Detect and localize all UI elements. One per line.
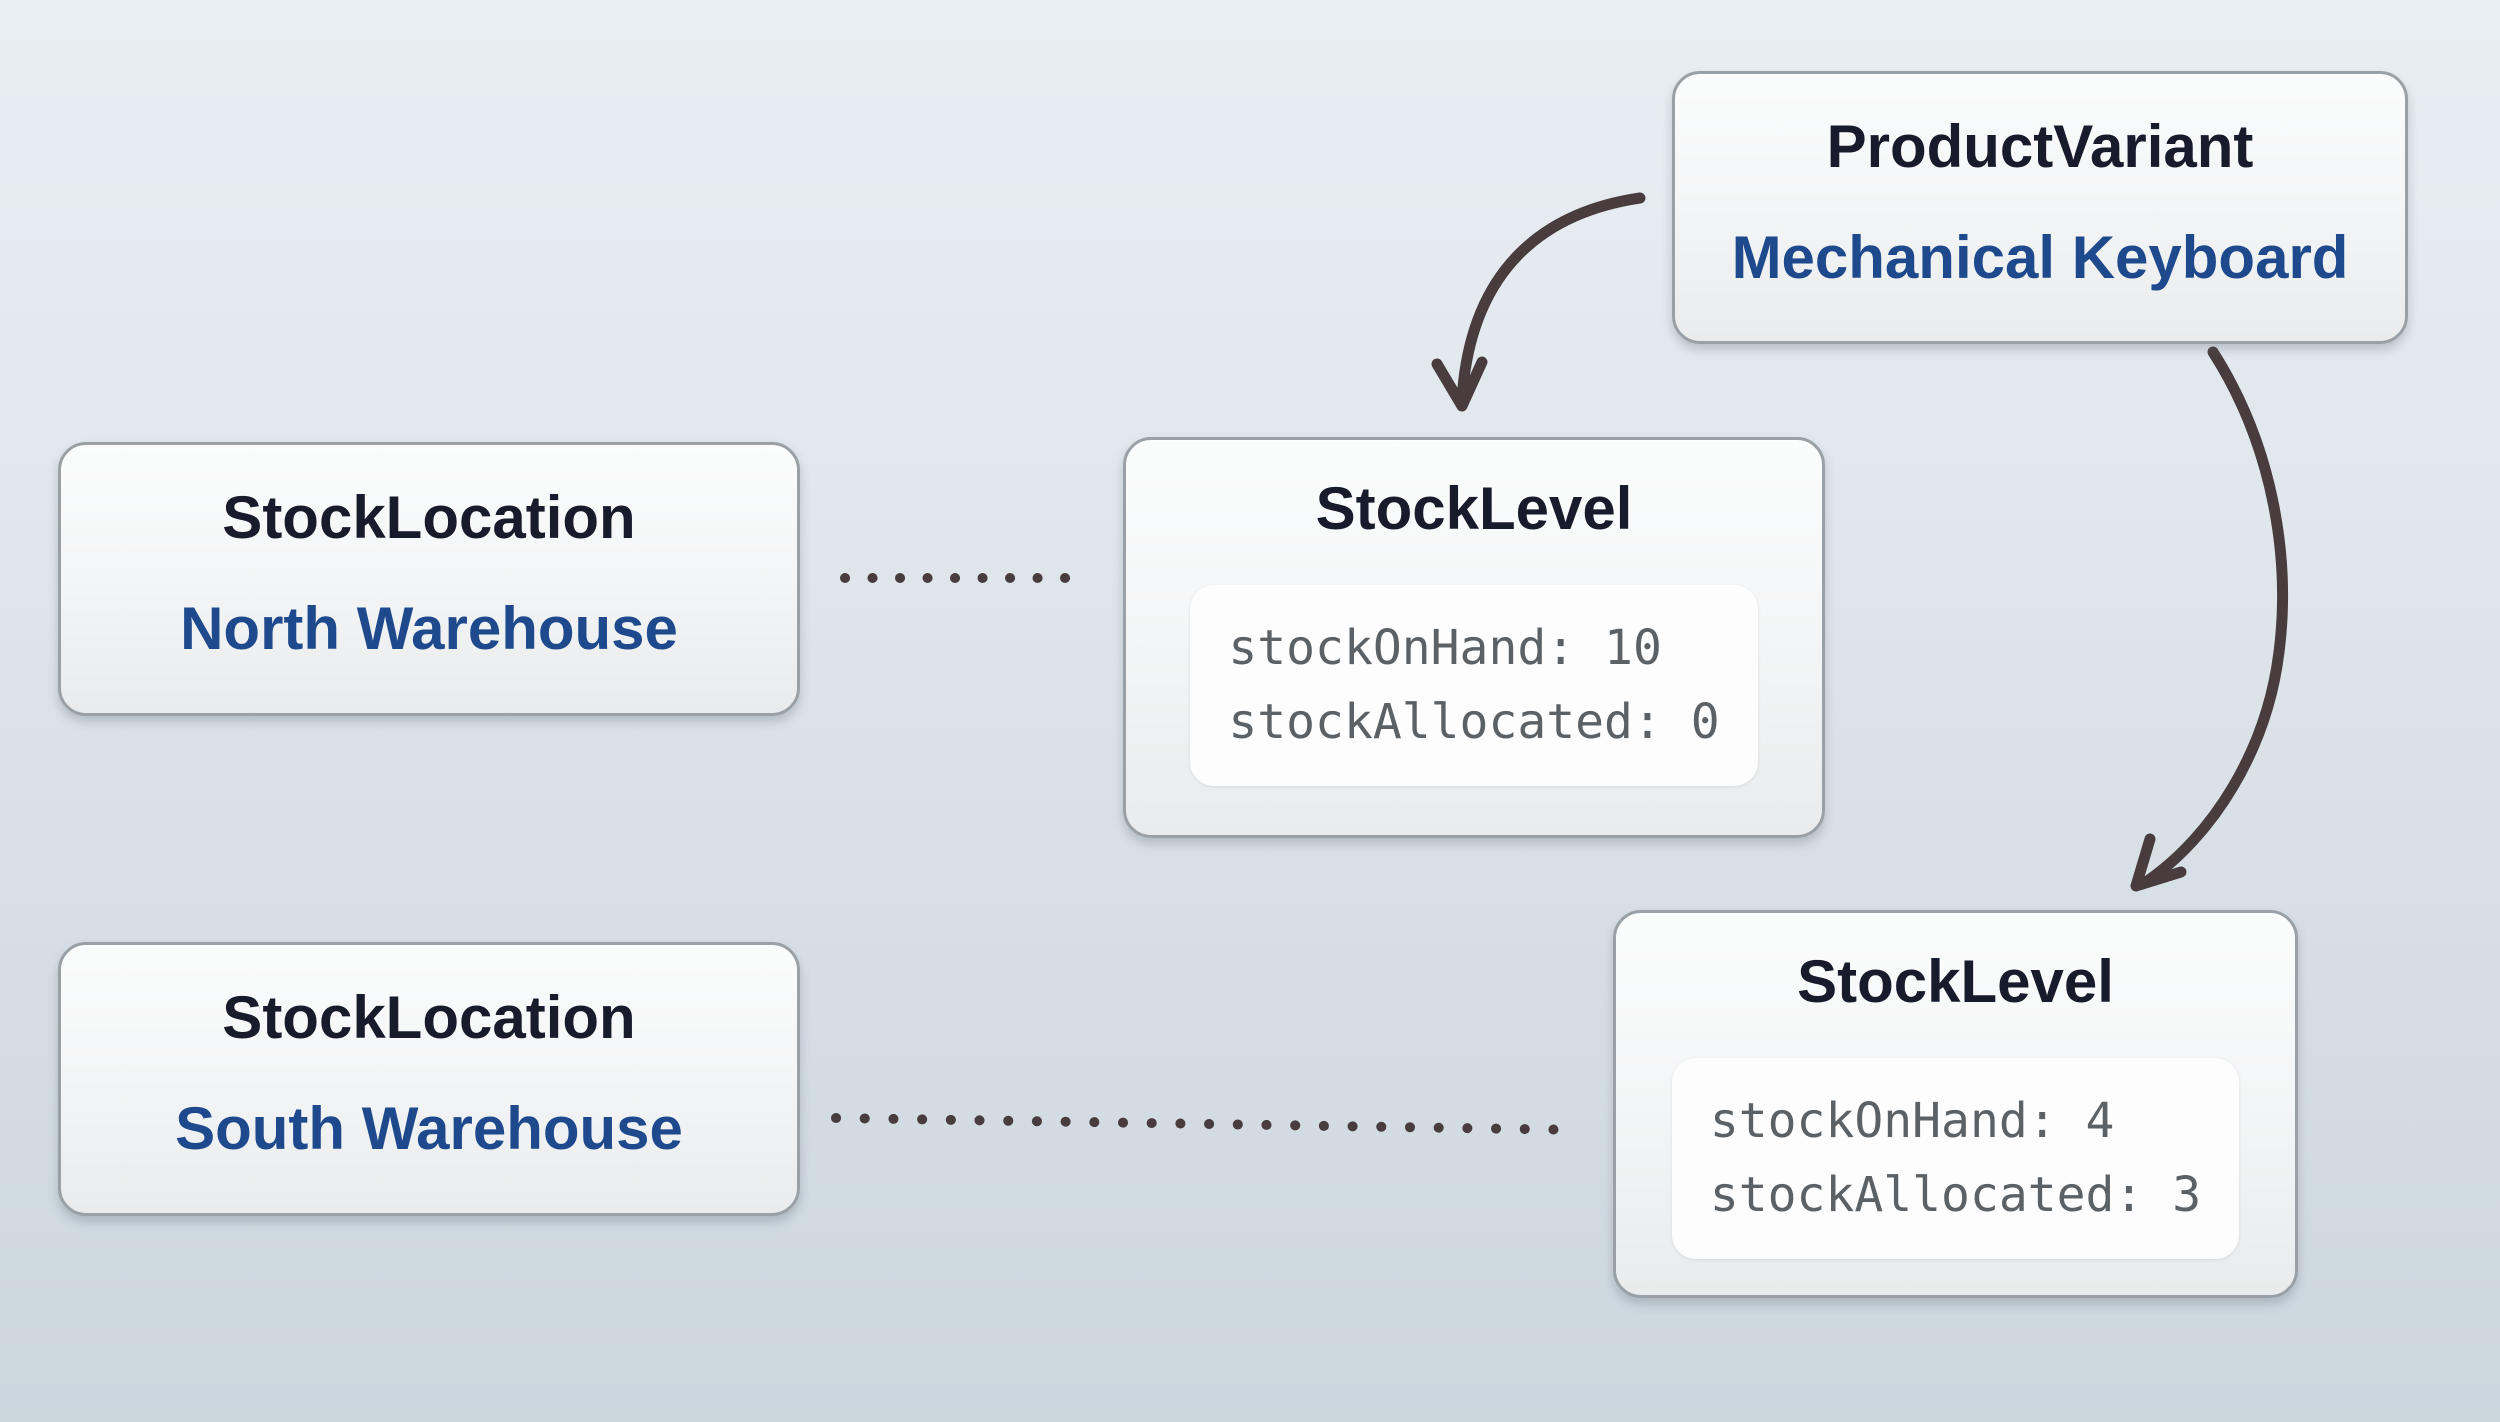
stock-on-hand-field: stockOnHand: 4 xyxy=(1709,1093,2115,1149)
stock-location-north-node: StockLocation North Warehouse xyxy=(58,442,800,716)
entity-type-label: StockLevel xyxy=(1797,948,2114,1015)
arrow-productvariant-to-stocklevel-north xyxy=(1456,192,1646,406)
arrowhead-stocklevel-north-icon xyxy=(1431,356,1488,412)
stock-level-north-node: StockLevel stockOnHand: 10 stockAllocate… xyxy=(1123,437,1825,838)
entity-type-label: ProductVariant xyxy=(1826,112,2254,180)
stock-allocated-field: stockAllocated: 0 xyxy=(1228,694,1720,751)
entity-name-label: North Warehouse xyxy=(180,595,678,662)
entity-type-label: StockLevel xyxy=(1315,475,1633,542)
entity-type-label: StockLocation xyxy=(222,484,636,551)
arrow-productvariant-to-stocklevel-south xyxy=(2140,346,2288,888)
dotted-link-south-location-to-level xyxy=(831,1113,1586,1135)
entity-type-label: StockLocation xyxy=(222,984,636,1051)
product-variant-node: ProductVariant Mechanical Keyboard xyxy=(1672,71,2408,344)
stock-location-south-node: StockLocation South Warehouse xyxy=(58,942,800,1216)
entity-name-label: South Warehouse xyxy=(175,1095,683,1162)
entity-name-label: Mechanical Keyboard xyxy=(1731,223,2349,291)
stock-fields-box: stockOnHand: 10 stockAllocated: 0 xyxy=(1190,585,1758,786)
arrowhead-stocklevel-south-icon xyxy=(2130,833,2187,892)
stock-on-hand-field: stockOnHand: 10 xyxy=(1228,620,1662,676)
stock-fields-box: stockOnHand: 4 stockAllocated: 3 xyxy=(1671,1058,2240,1259)
stock-allocated-field: stockAllocated: 3 xyxy=(1709,1167,2202,1224)
stock-level-south-node: StockLevel stockOnHand: 4 stockAllocated… xyxy=(1613,910,2298,1298)
